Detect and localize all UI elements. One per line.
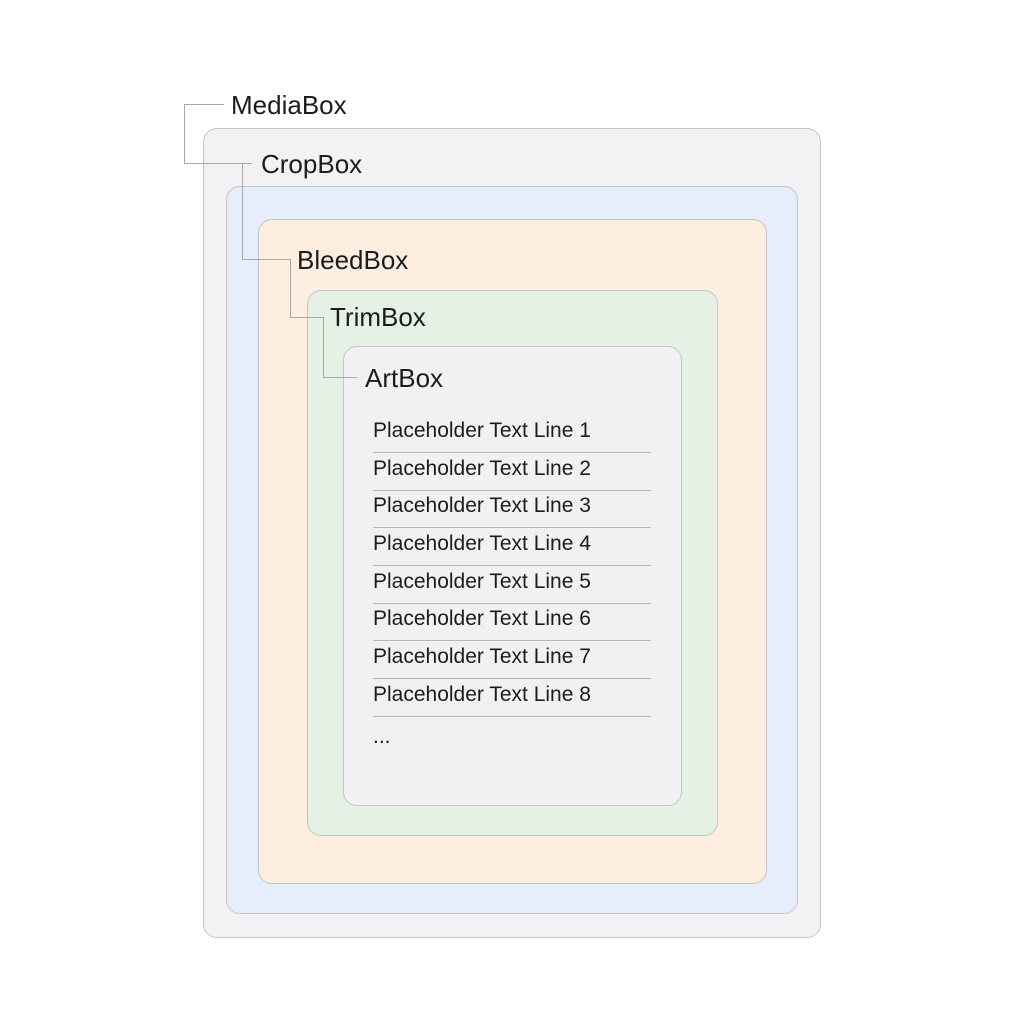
connector-line	[184, 163, 252, 164]
ellipsis: ...	[373, 725, 391, 748]
connector-line	[184, 104, 185, 164]
bleedbox-label: BleedBox	[297, 245, 409, 275]
connector-line	[323, 317, 324, 378]
text-line: Placeholder Text Line 6	[373, 603, 651, 641]
connector-line	[242, 163, 243, 260]
text-line: Placeholder Text Line 8	[373, 679, 651, 717]
connector-line	[184, 104, 224, 105]
text-line: Placeholder Text Line 5	[373, 566, 651, 604]
connector-line	[290, 317, 324, 318]
text-line: Placeholder Text Line 3	[373, 490, 651, 528]
artbox-label: ArtBox	[365, 363, 444, 393]
trimbox-label: TrimBox	[330, 302, 426, 332]
text-line: Placeholder Text Line 1	[373, 415, 651, 453]
mediabox-label: MediaBox	[231, 90, 347, 120]
artbox-rect	[343, 346, 682, 806]
connector-line	[290, 259, 291, 318]
text-line: Placeholder Text Line 7	[373, 641, 651, 679]
cropbox-label: CropBox	[261, 149, 363, 179]
text-line: Placeholder Text Line 2	[373, 453, 651, 491]
connector-line	[242, 259, 290, 260]
connector-line	[323, 377, 357, 378]
text-line: Placeholder Text Line 4	[373, 528, 651, 566]
